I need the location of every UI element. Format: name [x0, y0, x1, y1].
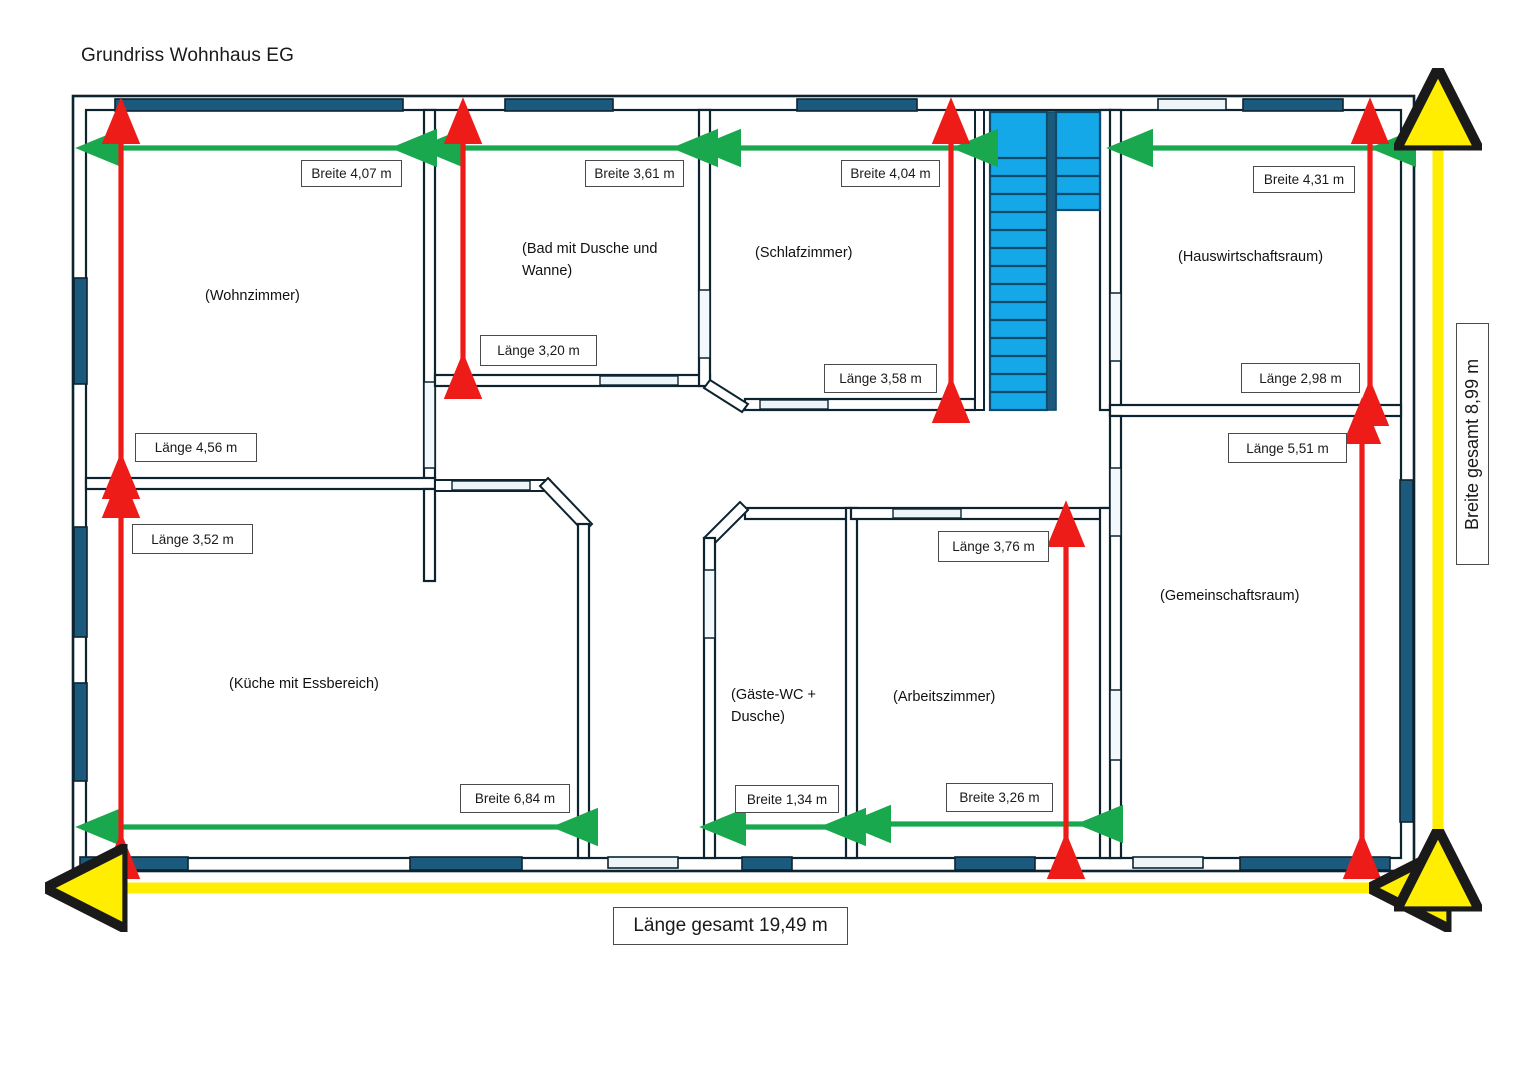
interior-walls-upper [422, 108, 1403, 484]
window-group-top [114, 98, 1344, 112]
dim-label-schlafzimmer-laenge: Länge 3,58 m [824, 364, 937, 393]
dim-label-arbeitszimmer-breite: Breite 3,26 m [946, 783, 1053, 812]
room-label-wohnzimmer: (Wohnzimmer) [205, 288, 300, 304]
room-label-hauswirtschaftsraum: (Hauswirtschaftsraum) [1178, 249, 1324, 265]
dim-label-bad-breite: Breite 3,61 m [585, 160, 684, 187]
dim-label-gaeste-wc-breite: Breite 1,34 m [735, 785, 839, 813]
dim-label-gesamt-breite: Breite gesamt 8,99 m [1456, 323, 1489, 565]
page-title: Grundriss Wohnhaus EG [81, 45, 294, 66]
interior-walls-hallway [84, 476, 594, 860]
window-group-right [1399, 479, 1414, 823]
length-arrows [101, 97, 1390, 879]
dim-label-schlafzimmer-breite: Breite 4,04 m [841, 160, 940, 187]
room-label-schlafzimmer: (Schlafzimmer) [755, 245, 853, 261]
dim-label-wohnzimmer-laenge: Länge 4,56 m [135, 433, 257, 462]
room-label-gemeinschaftsraum: (Gemeinschaftsraum) [1160, 588, 1300, 604]
window-group-left [73, 277, 88, 782]
overall-arrows [80, 103, 1438, 888]
staircase [988, 110, 1102, 412]
dim-label-hauswirtschaftsraum-breite: Breite 4,31 m [1253, 166, 1355, 193]
dim-label-kueche-laenge: Länge 3,52 m [132, 524, 253, 554]
room-label-gaeste-wc: (Gäste-WC + Dusche) [731, 687, 816, 726]
dim-label-gemeinschaftsraum-laenge: Länge 5,51 m [1228, 433, 1347, 463]
dim-label-gesamt-laenge: Länge gesamt 19,49 m [613, 907, 848, 945]
dim-label-arbeitszimmer-laenge: Länge 3,76 m [938, 531, 1049, 562]
dim-label-wohnzimmer-breite: Breite 4,07 m [301, 160, 402, 187]
interior-walls-lower [702, 414, 1123, 860]
dim-label-kueche-breite: Breite 6,84 m [460, 784, 570, 813]
room-label-arbeitszimmer: (Arbeitszimmer) [893, 689, 996, 705]
room-label-bad: (Bad mit Dusche und Wanne) [522, 241, 658, 280]
dim-label-bad-laenge: Länge 3,20 m [480, 335, 597, 366]
room-label-kueche: (Küche mit Essbereich) [229, 676, 379, 692]
dim-label-hauswirtschaftsraum-laenge: Länge 2,98 m [1241, 363, 1360, 393]
